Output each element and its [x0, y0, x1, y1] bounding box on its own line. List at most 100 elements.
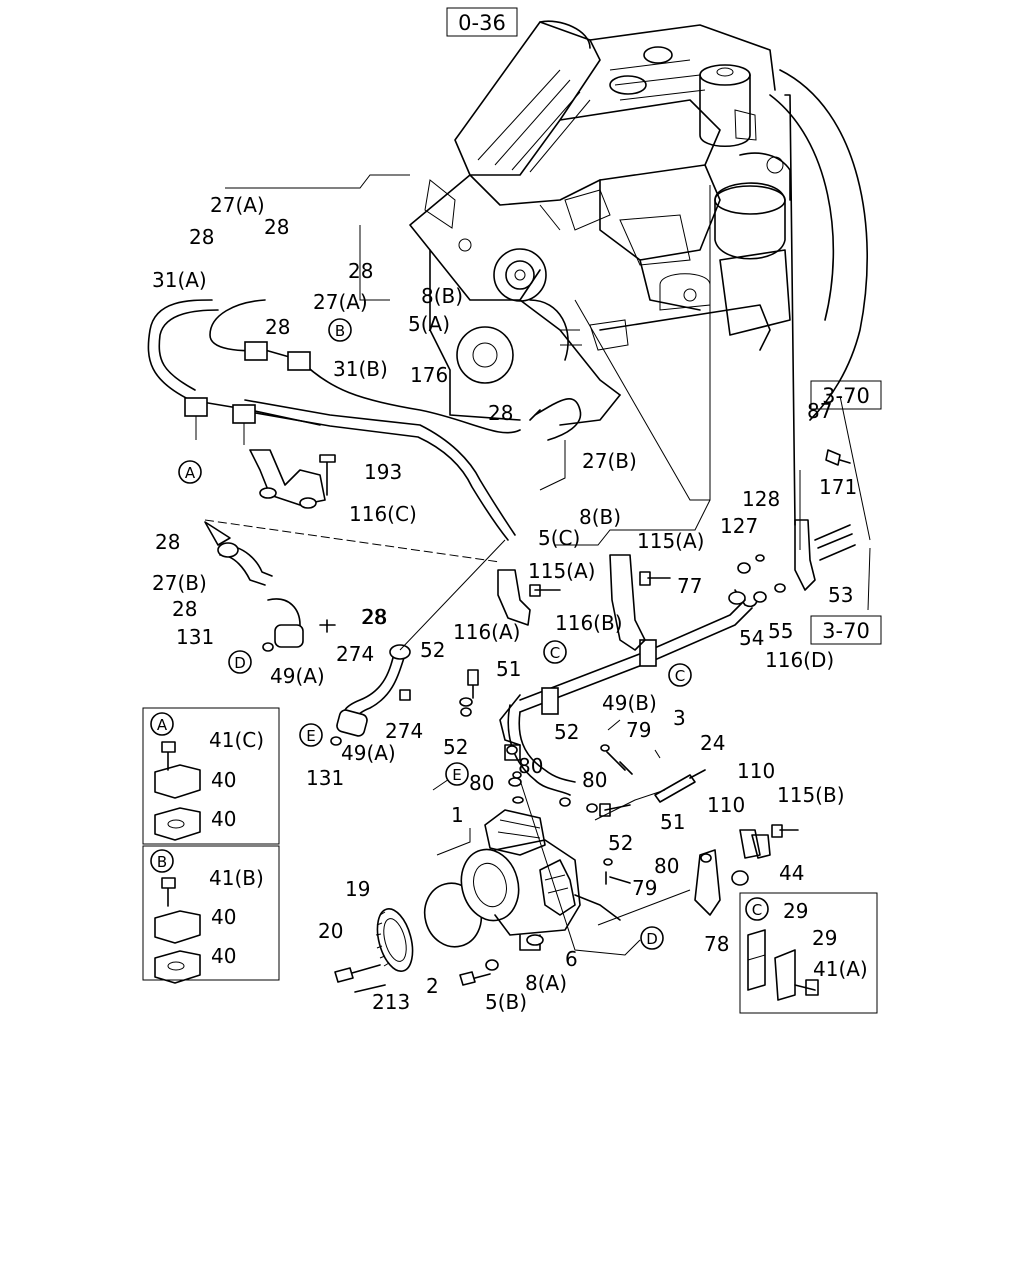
- callout: 79: [632, 876, 657, 900]
- callout: 116(A): [453, 620, 520, 644]
- callout: 40: [211, 807, 236, 831]
- callout: 8(B): [421, 284, 463, 308]
- reference-box-1: 0-36: [446, 7, 518, 37]
- callout: 5(C): [538, 526, 580, 550]
- reference-box-3: 3-70: [810, 615, 882, 645]
- callout: 28: [265, 315, 290, 339]
- callout: 110: [737, 759, 775, 783]
- callout: 28: [348, 259, 373, 283]
- marker-d: D: [228, 650, 252, 674]
- callout: 131: [176, 625, 214, 649]
- reference-box-2: 3-70: [810, 380, 882, 410]
- svg-text:C: C: [675, 667, 685, 685]
- callout: 78: [704, 932, 729, 956]
- part-callouts: 27(A) 28 28 28 31(A) 28 27(A) 28 8(B) 5(…: [152, 193, 868, 1014]
- marker-d: D: [640, 926, 664, 950]
- callout: 8(A): [525, 971, 567, 995]
- legend-marker-b: B: [150, 849, 174, 873]
- engine-block-drawing: [409, 20, 868, 426]
- callout: 31(A): [152, 268, 207, 292]
- marker-e: E: [445, 762, 469, 786]
- callout: 115(B): [777, 783, 845, 807]
- svg-text:E: E: [306, 727, 315, 745]
- callout: 193: [364, 460, 402, 484]
- callout: 19: [345, 877, 370, 901]
- callout: 213: [372, 990, 410, 1014]
- callout: 40: [211, 944, 236, 968]
- callout: 87: [807, 399, 832, 423]
- callout: 44: [779, 861, 804, 885]
- callout: 40: [211, 768, 236, 792]
- callout: 51: [496, 657, 521, 681]
- callout: 176: [410, 363, 448, 387]
- callout: 49(B): [602, 691, 657, 715]
- svg-text:C: C: [550, 644, 560, 662]
- callout: 3: [673, 706, 686, 730]
- callout: 40: [211, 905, 236, 929]
- reference-label: 3-70: [822, 384, 870, 408]
- legend-box-c: [739, 892, 878, 1014]
- callout: 20: [318, 919, 343, 943]
- callout: 27(A): [210, 193, 265, 217]
- callout: 41(A): [813, 957, 868, 981]
- callout: 55: [768, 619, 793, 643]
- callout: 274: [385, 719, 423, 743]
- legend-marker-a: A: [150, 712, 174, 736]
- callout: 5(B): [485, 990, 527, 1014]
- injection-pump-drawing: [262, 642, 799, 993]
- callout: 52: [420, 638, 445, 662]
- callout: 274: [336, 642, 374, 666]
- callout: 80: [582, 768, 607, 792]
- callout: 5(A): [408, 312, 450, 336]
- reference-label: 3-70: [822, 619, 870, 643]
- callout: 41(C): [209, 728, 264, 752]
- callout: 29: [812, 926, 837, 950]
- callout: 52: [608, 831, 633, 855]
- callout: 131: [306, 766, 344, 790]
- callout: 54: [739, 626, 764, 650]
- svg-text:D: D: [234, 654, 246, 672]
- callout: 28: [172, 597, 197, 621]
- callout: 79: [626, 718, 651, 742]
- svg-text:A: A: [157, 716, 168, 734]
- circle-markers: A B C C D D E E A B C: [150, 318, 769, 950]
- fuel-lines-and-brackets: [147, 94, 856, 796]
- callout: 128: [742, 487, 780, 511]
- callout: 6: [565, 947, 578, 971]
- svg-text:C: C: [752, 901, 762, 919]
- svg-text:D: D: [646, 930, 658, 948]
- callout: 28: [362, 605, 387, 629]
- callout: 53: [828, 583, 853, 607]
- callout: 27(B): [582, 449, 637, 473]
- legend-box-b: [142, 845, 280, 984]
- leader-lines: [204, 174, 871, 956]
- svg-text:B: B: [335, 322, 345, 340]
- callout: 110: [707, 793, 745, 817]
- callout: 8(B): [579, 505, 621, 529]
- callout: 77: [677, 574, 702, 598]
- marker-a: A: [178, 460, 202, 484]
- callout: 49(A): [341, 741, 396, 765]
- svg-text:A: A: [185, 464, 196, 482]
- callout: 28: [488, 401, 513, 425]
- legend-box-a: [142, 707, 280, 845]
- callout: 27(B): [152, 571, 207, 595]
- callout: 49(A): [270, 664, 325, 688]
- svg-text:B: B: [157, 853, 167, 871]
- callout: 28: [189, 225, 214, 249]
- callout: 1: [451, 803, 464, 827]
- marker-e: E: [299, 723, 323, 747]
- callout: 80: [518, 754, 543, 778]
- callout: 52: [554, 720, 579, 744]
- marker-c: C: [668, 663, 692, 687]
- callout: 116(C): [349, 502, 417, 526]
- callout: 2: [426, 974, 439, 998]
- callout: 115(A): [528, 559, 595, 583]
- callout: 28: [155, 530, 180, 554]
- callout: 80: [469, 771, 494, 795]
- callout: 127: [720, 514, 758, 538]
- svg-text:E: E: [452, 766, 461, 784]
- callout: 41(B): [209, 866, 264, 890]
- callout: 28: [264, 215, 289, 239]
